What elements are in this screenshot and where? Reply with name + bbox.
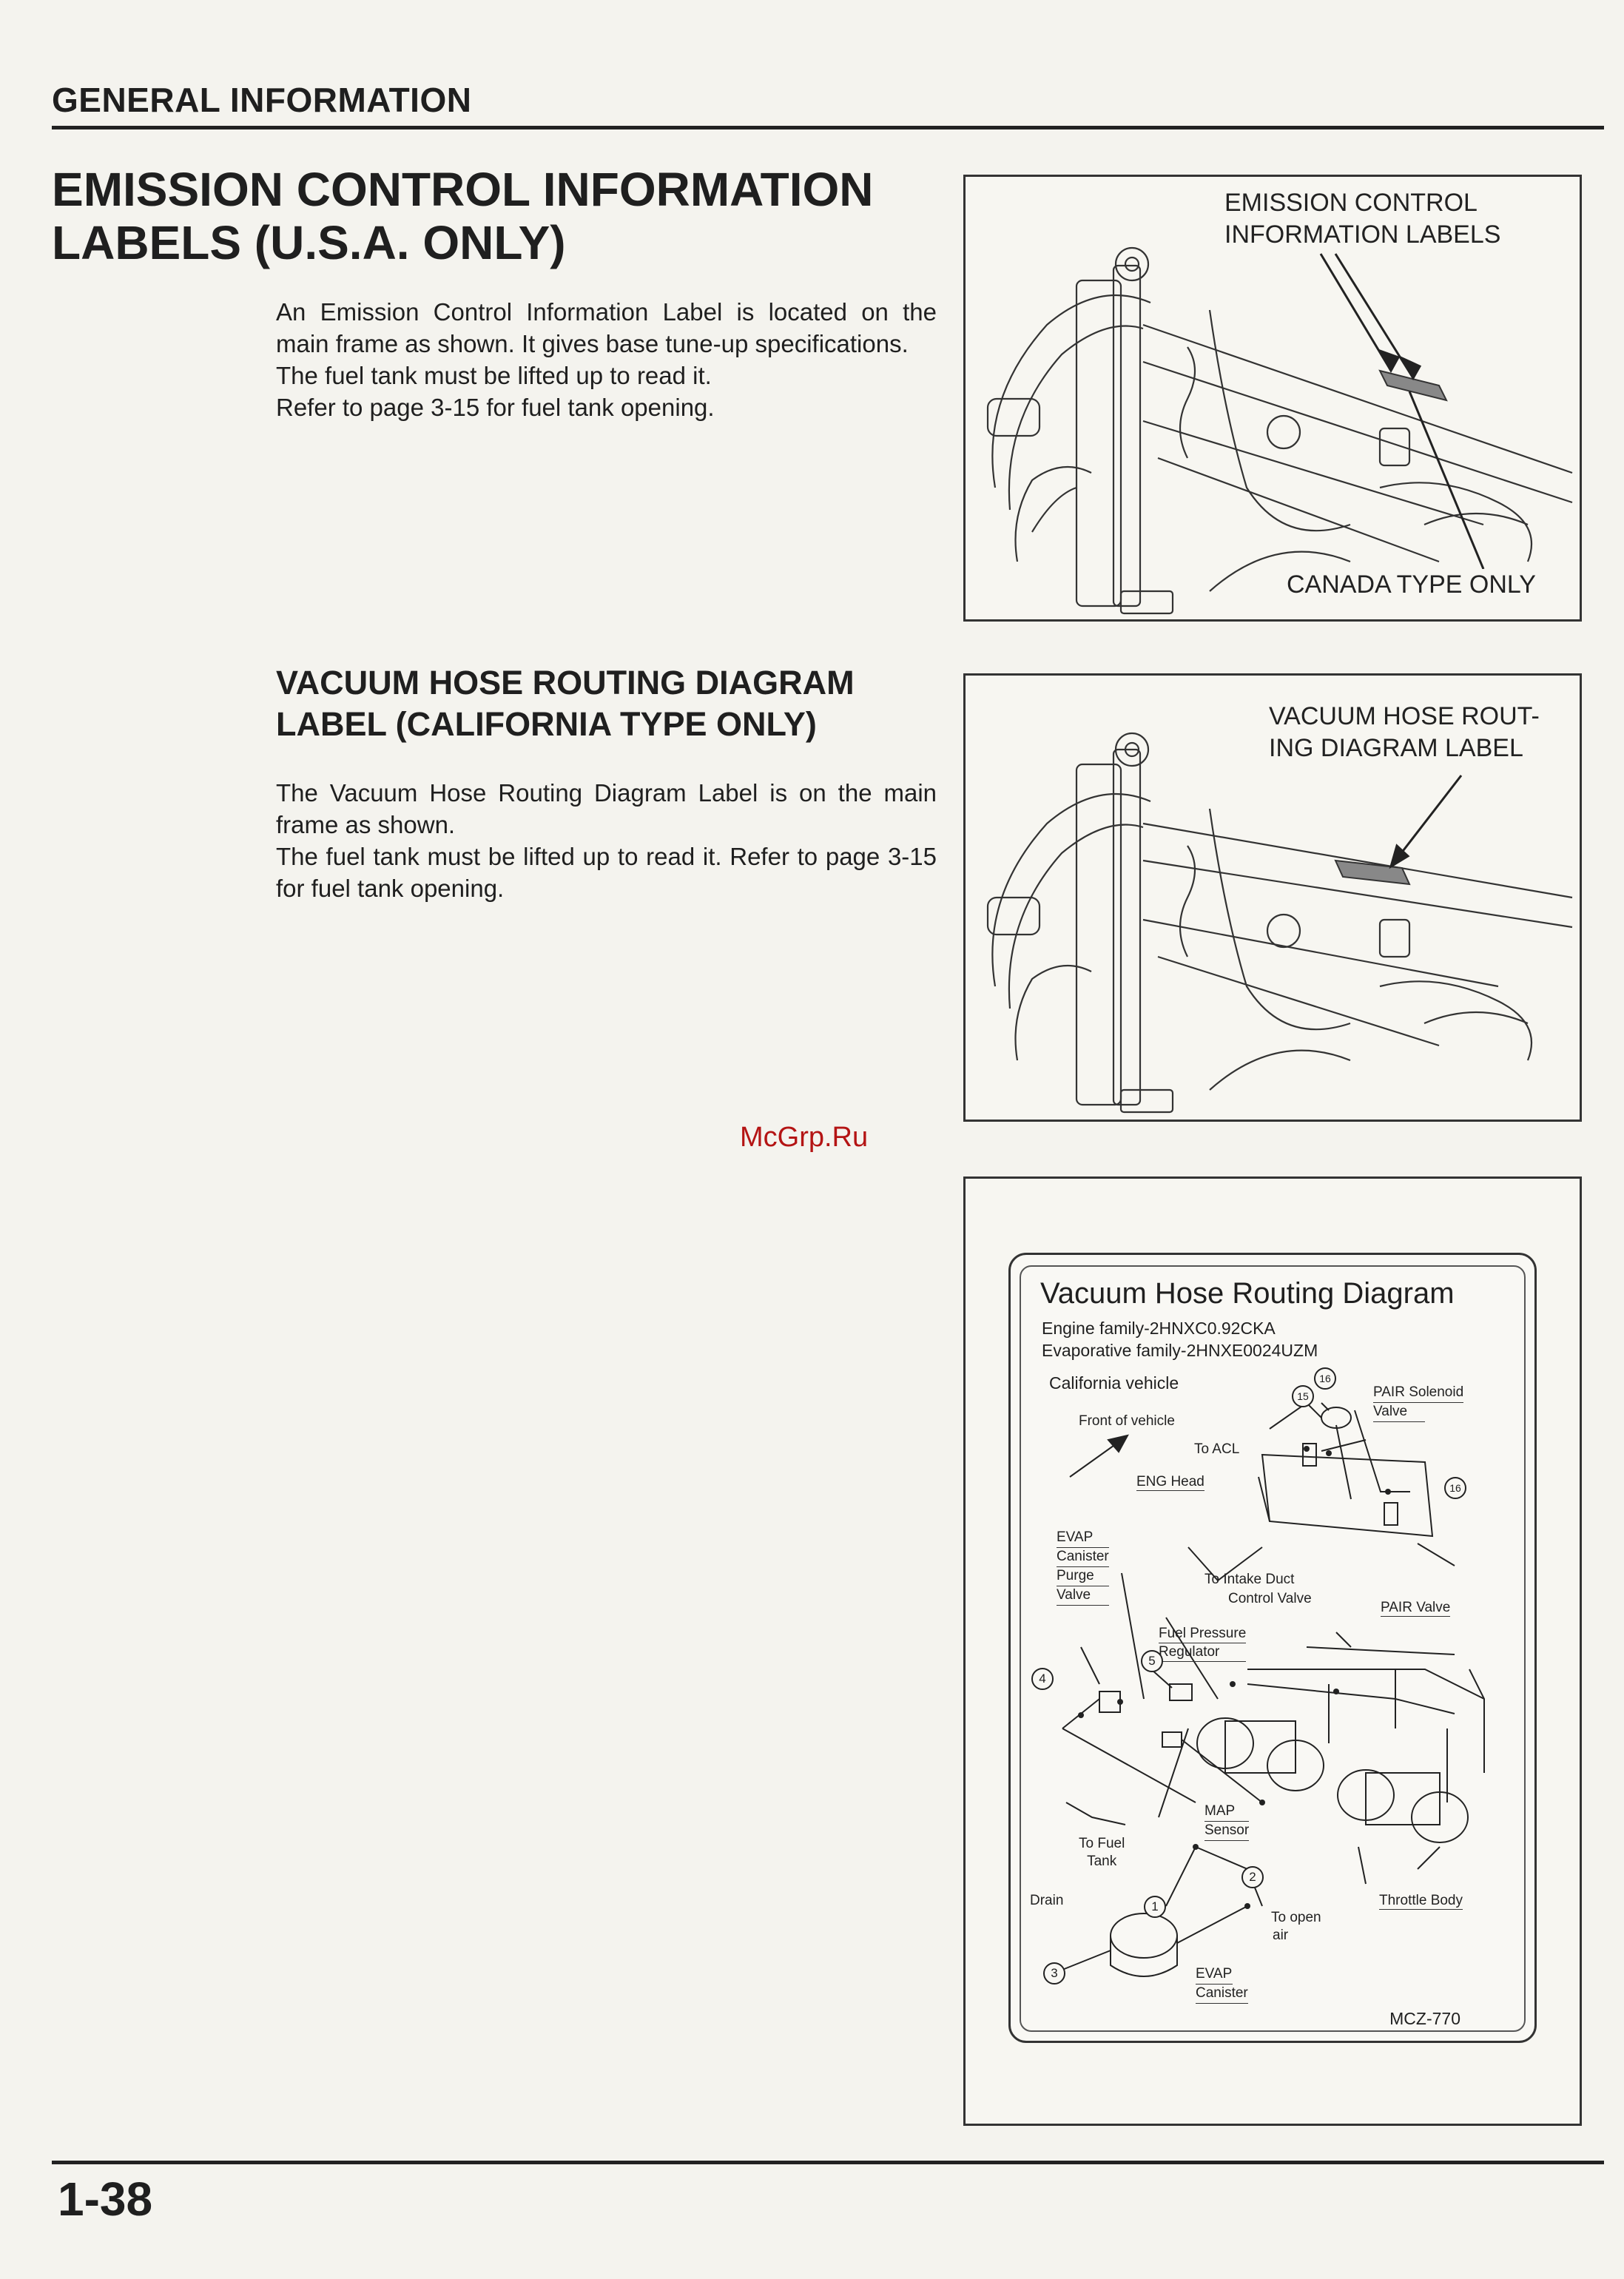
emission-paragraph: Refer to page 3-15 for fuel tank opening… [276, 394, 715, 421]
hose-number-1: 1 [1144, 1896, 1166, 1918]
evap-purge-line: Canister [1057, 1548, 1109, 1567]
to-open-air-label: To open air [1271, 1909, 1321, 1945]
evap-canister-line: EVAP [1196, 1965, 1233, 1985]
routing-label-card: Vacuum Hose Routing Diagram Engine famil… [1008, 1253, 1537, 2043]
eng-head-label: ENG Head [1136, 1474, 1204, 1491]
intake-line: To Intake Duct [1204, 1572, 1295, 1587]
hose-number-4: 4 [1031, 1668, 1054, 1690]
intake-duct-label: To Intake Duct Control Valve [1204, 1570, 1312, 1609]
open-air-line: air [1273, 1928, 1289, 1943]
header-rule [52, 126, 1604, 129]
vacuum-body: The Vacuum Hose Routing Diagram Label is… [276, 777, 937, 904]
emission-title: EMISSION CONTROL INFORMATION LABELS (U.S… [52, 163, 940, 269]
emission-label-patch [1378, 369, 1448, 402]
routing-diagram-figure: Vacuum Hose Routing Diagram Engine famil… [963, 1176, 1582, 2126]
vacuum-title-line2: LABEL (CALIFORNIA TYPE ONLY) [276, 705, 817, 743]
motorcycle-frame-illustration [986, 732, 1573, 1114]
fuel-tank-line: Tank [1087, 1854, 1117, 1869]
callout-line: EMISSION CONTROL [1224, 189, 1478, 217]
vacuum-paragraph: The fuel tank must be lifted up to read … [276, 843, 937, 902]
emission-label-figure: EMISSION CONTROL INFORMATION LABELS CANA… [963, 175, 1582, 622]
footer-rule [52, 2161, 1604, 2164]
to-acl-label: To ACL [1194, 1441, 1240, 1457]
map-line: Sensor [1204, 1822, 1250, 1841]
map-sensor-label: MAP Sensor [1204, 1802, 1250, 1841]
pair-solenoid-line: PAIR Solenoid [1373, 1384, 1464, 1403]
hose-number-3: 3 [1043, 1962, 1065, 1985]
evap-canister-label: EVAP Canister [1196, 1965, 1248, 2004]
fuel-tank-line: To Fuel [1079, 1836, 1125, 1851]
emission-body: An Emission Control Information Label is… [276, 296, 937, 423]
hose-number-2: 2 [1241, 1866, 1264, 1888]
pair-solenoid-label: PAIR Solenoid Valve [1373, 1384, 1464, 1422]
hose-number-15: 15 [1292, 1385, 1314, 1407]
watermark: McGrp.Ru [740, 1122, 869, 1153]
hose-number-16: 16 [1314, 1367, 1336, 1390]
to-fuel-tank-label: To Fuel Tank [1079, 1835, 1125, 1871]
hose-routing-drawing [1052, 1402, 1485, 1977]
vacuum-label-figure: VACUUM HOSE ROUT- ING DIAGRAM LABEL [963, 673, 1582, 1122]
motorcycle-frame-illustration [986, 246, 1573, 615]
vacuum-title-line1: VACUUM HOSE ROUTING DIAGRAM [276, 664, 855, 701]
vacuum-label-patch [1334, 859, 1411, 886]
intake-line: Control Valve [1228, 1591, 1312, 1606]
emission-title-line1: EMISSION CONTROL INFORMATION [52, 163, 874, 216]
section-header: GENERAL INFORMATION [52, 81, 472, 119]
vacuum-title: VACUUM HOSE ROUTING DIAGRAM LABEL (CALIF… [276, 662, 937, 745]
map-line: MAP [1204, 1802, 1250, 1822]
callout-line: VACUUM HOSE ROUT- [1269, 702, 1540, 730]
emission-paragraph: The fuel tank must be lifted up to read … [276, 362, 712, 389]
emission-labels-callout: EMISSION CONTROL INFORMATION LABELS [1224, 187, 1501, 251]
pair-valve-label: PAIR Valve [1381, 1600, 1451, 1617]
page-number: 1-38 [58, 2172, 153, 2226]
evap-purge-label: EVAP Canister Purge Valve [1057, 1529, 1109, 1606]
fuel-pressure-regulator-label: Fuel Pressure Regulator [1159, 1625, 1247, 1662]
callout-line: ING DIAGRAM LABEL [1269, 734, 1523, 762]
routing-title: Vacuum Hose Routing Diagram [1040, 1277, 1455, 1310]
emission-paragraph: An Emission Control Information Label is… [276, 298, 937, 357]
drain-label: Drain [1030, 1893, 1064, 1908]
emission-title-line2: LABELS (U.S.A. ONLY) [52, 216, 566, 269]
callout-line: INFORMATION LABELS [1224, 221, 1501, 249]
open-air-line: To open [1271, 1910, 1321, 1925]
pair-solenoid-line: Valve [1373, 1403, 1425, 1422]
evap-canister-line: Canister [1196, 1985, 1248, 2004]
evap-purge-line: EVAP [1057, 1529, 1109, 1548]
evap-purge-line: Purge [1057, 1567, 1109, 1586]
vacuum-paragraph: The Vacuum Hose Routing Diagram Label is… [276, 779, 937, 838]
engine-family: Engine family-2HNXC0.92CKA [1042, 1319, 1276, 1338]
canada-type-callout: CANADA TYPE ONLY [1284, 569, 1539, 601]
label-code: MCZ-770 [1389, 2009, 1460, 2028]
hose-number-16: 16 [1444, 1477, 1466, 1499]
front-of-vehicle-label: Front of vehicle [1079, 1413, 1175, 1429]
routing-label-border [1020, 1265, 1526, 2032]
fpr-line: Fuel Pressure [1159, 1625, 1247, 1643]
vehicle-type: California vehicle [1049, 1373, 1179, 1393]
throttle-body-label: Throttle Body [1379, 1893, 1463, 1910]
fpr-line: Regulator [1159, 1643, 1247, 1662]
hose-number-5: 5 [1141, 1650, 1163, 1672]
evap-family: Evaporative family-2HNXE0024UZM [1042, 1341, 1318, 1360]
vacuum-label-callout: VACUUM HOSE ROUT- ING DIAGRAM LABEL [1269, 701, 1540, 764]
evap-purge-line: Valve [1057, 1586, 1109, 1606]
